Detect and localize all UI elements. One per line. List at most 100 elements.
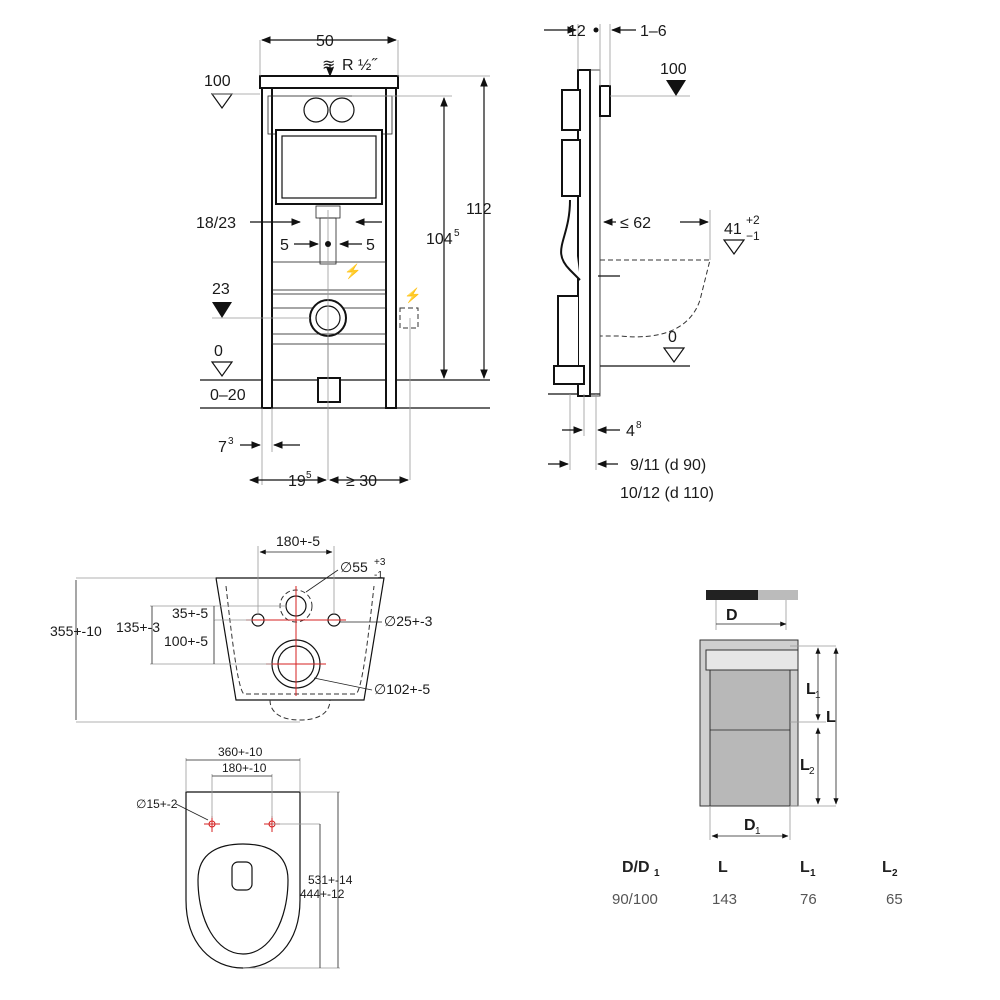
- side-waste-stub: [553, 365, 585, 385]
- level-41-minus: −1: [746, 229, 760, 243]
- dia-25-label: ∅25+-3: [384, 613, 433, 629]
- pipe-l1-sub: 1: [815, 690, 821, 701]
- pipe-l1-label: L: [806, 681, 816, 698]
- dim-18-23-label: 18/23: [196, 215, 236, 232]
- level-23-marker: [212, 302, 232, 318]
- pipe-fitting: D L 1 L L 2 D 1: [699, 590, 839, 840]
- level-23-label: 23: [212, 281, 230, 298]
- base-rail: [271, 333, 387, 345]
- frame-top-rail: [259, 75, 399, 89]
- side-cistern-body: [561, 139, 581, 197]
- dim-1-6-label: 1–6: [640, 23, 667, 40]
- pipe-d-label: D: [726, 607, 738, 624]
- side-view: 12 1–6 100 ≤ 62 41 +2 −1 0 4 8 9/11 (d 9…: [544, 23, 760, 502]
- level-41-marker: [722, 239, 746, 256]
- rear-135-label: 135+-3: [116, 619, 160, 635]
- dim-19-sup: 5: [306, 470, 312, 481]
- dim-12-label: 12: [568, 23, 586, 40]
- lightning-icon: ⚡: [404, 287, 421, 304]
- thread-label: R ½˝: [342, 57, 378, 74]
- electrical-box: [399, 307, 419, 329]
- side-level-100-label: 100: [660, 61, 687, 78]
- table-header-d-sub: 1: [654, 868, 660, 879]
- pipe-insert-top: [706, 590, 798, 600]
- bowl-rear-outline: [215, 577, 385, 701]
- pipe-inner: [709, 669, 791, 807]
- dim-4-label: 4: [626, 423, 635, 440]
- side-bowl-outline: [600, 259, 711, 338]
- level-0-marker: [210, 361, 234, 378]
- flush-button-left: [303, 97, 329, 123]
- center-dot: [325, 241, 331, 247]
- table-value-l1: 76: [800, 891, 817, 908]
- lightning-icon-2: ⚡: [344, 263, 361, 280]
- dim-104-label: 104: [426, 231, 453, 248]
- bowl-top-view: 360+-10 180+-10 ∅15+-2 531+-14 444+-12: [136, 745, 353, 969]
- drain-pipe-stub: [317, 377, 341, 403]
- pipe-90-label: 9/11 (d 90): [630, 457, 706, 474]
- dia-15-leader: [175, 803, 209, 821]
- bowl-rear-view: 180+-5 ∅55 +3 -1 355+-10 135+-3 35+-5 10…: [50, 533, 433, 723]
- dia-15-label: ∅15+-2: [136, 797, 178, 811]
- bowl-top-outline: [185, 791, 301, 969]
- level-100-marker: [210, 93, 234, 110]
- dia-55-label: ∅55: [340, 559, 368, 575]
- dimension-table: D/D 1 L L 1 L 2 90/100 143 76 65: [612, 859, 903, 908]
- top-531-label: 531+-14: [308, 873, 353, 887]
- dia-102-leader: [313, 677, 373, 691]
- bowl-top-seat: [197, 843, 289, 955]
- dim-7-sup: 3: [228, 436, 234, 447]
- cistern-body: [275, 129, 383, 205]
- side-cistern-top: [561, 89, 581, 131]
- level-41-label: 41: [724, 221, 742, 238]
- dim-width-label: 50: [316, 33, 334, 50]
- table-header-l2: L: [882, 859, 892, 876]
- frame-left-post: [261, 87, 273, 409]
- table-header-l2-sub: 2: [892, 868, 898, 879]
- dia-102-label: ∅102+-5: [374, 681, 430, 697]
- table-header-l: L: [718, 859, 728, 876]
- level-100-label: 100: [204, 73, 231, 90]
- dim-62-label: ≤ 62: [620, 215, 651, 232]
- dim-112-label: 112: [466, 201, 492, 218]
- offset-5-right: 5: [366, 237, 375, 254]
- rear-180-label: 180+-5: [276, 533, 320, 549]
- dim-19-label: 19: [288, 473, 306, 490]
- range-0-20-label: 0–20: [210, 387, 246, 404]
- dim-7-label: 7: [218, 439, 227, 456]
- table-header-l1: L: [800, 859, 810, 876]
- level-0-label: 0: [214, 343, 223, 360]
- top-180-label: 180+-10: [222, 761, 267, 775]
- pipe-insert-end: [758, 590, 798, 600]
- side-flush-bend: [560, 199, 581, 281]
- side-level-100-marker: [666, 80, 686, 96]
- table-value-l: 143: [712, 891, 737, 908]
- dia-55-minus: -1: [374, 570, 383, 581]
- cistern-top-box: [267, 95, 393, 135]
- dia-55-leader: [305, 569, 339, 593]
- table-header-l1-sub: 1: [810, 868, 816, 879]
- pipe-110-label: 10/12 (d 110): [620, 485, 714, 502]
- offset-5-left: 5: [280, 237, 289, 254]
- dim-30-label: ≥ 30: [346, 473, 377, 490]
- side-level-0-marker: [662, 347, 686, 364]
- side-center-dot: [593, 27, 599, 33]
- dia-55-plus: +3: [374, 557, 386, 568]
- table-header-d: D/D: [622, 859, 650, 876]
- rear-100-label: 100+-5: [164, 633, 208, 649]
- top-444-label: 444+-12: [300, 887, 345, 901]
- top-360-label: 360+-10: [218, 745, 263, 759]
- table-value-l2: 65: [886, 891, 903, 908]
- side-level-0-label: 0: [668, 329, 677, 346]
- mount-plate: [271, 261, 387, 291]
- pipe-d1-sub: 1: [755, 826, 761, 837]
- bowl-top-drain: [231, 861, 253, 891]
- side-waste-pipe: [557, 295, 578, 371]
- pipe-l2-label: L: [800, 757, 810, 774]
- flush-button-right: [329, 97, 355, 123]
- level-41-plus: +2: [746, 213, 760, 227]
- pipe-collar: [705, 649, 799, 671]
- dim-4-sup: 8: [636, 420, 642, 431]
- rear-35-label: 35+-5: [172, 605, 208, 621]
